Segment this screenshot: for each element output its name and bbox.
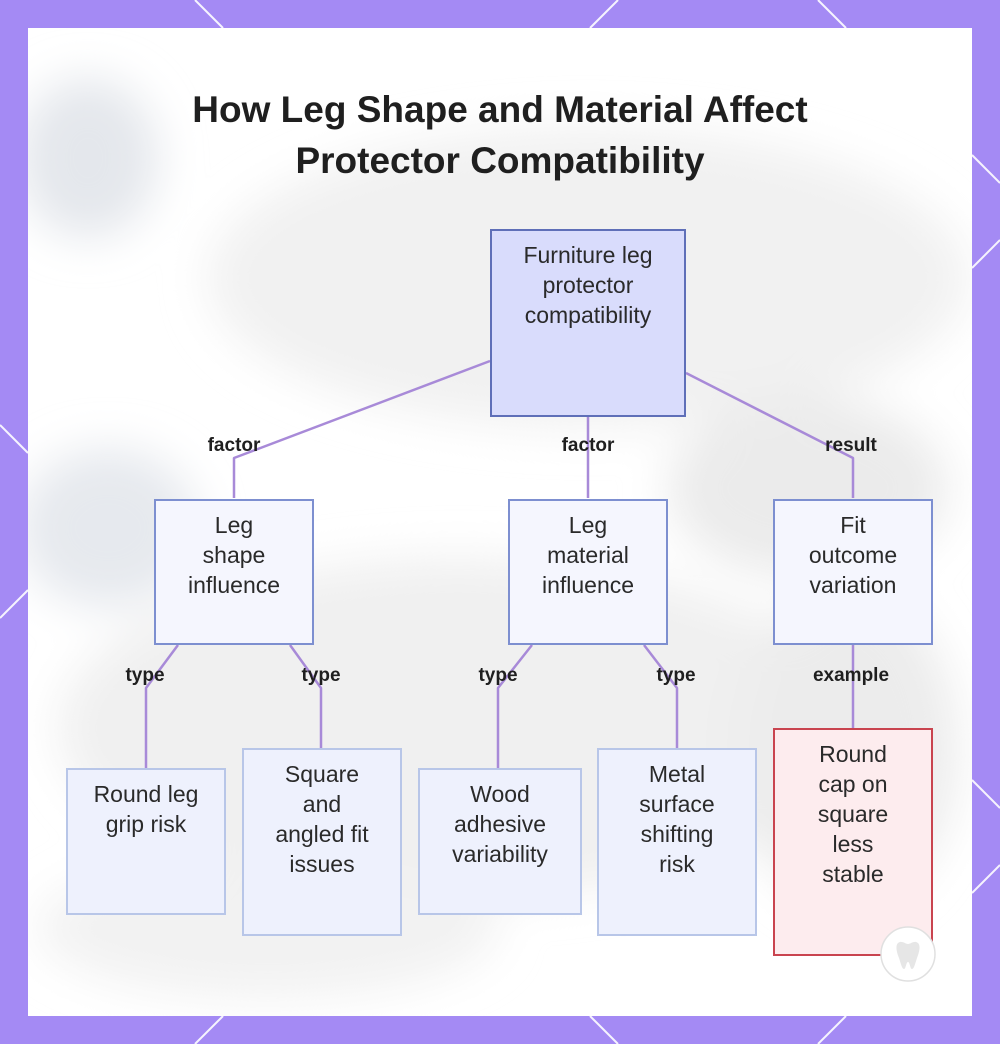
node-line: grip risk [105,811,187,837]
node-leg-material-influence: Leg material influence [508,499,668,645]
node-square-angled-fit-issues: Square and angled fit issues [242,748,402,936]
node-line: Leg [214,512,254,538]
edge-label-root-shape: factor [207,435,261,456]
node-line: Fit [840,512,866,538]
node-line: adhesive [453,811,547,837]
node-line: compatibility [524,302,652,328]
edge-shape-round [144,644,180,768]
node-line: Round leg [93,781,199,807]
node-line: Leg [568,512,608,538]
node-line: Square [284,761,360,787]
node-line: less [832,831,874,857]
node-line: shape [202,542,266,568]
node-metal-surface-shifting-risk: Metal surface shifting risk [597,748,757,936]
node-line: influence [541,572,635,598]
edge-label-shape-square: type [301,665,341,686]
edge-label-material-wood: type [478,665,518,686]
node-protector-compatibility: Furniture leg protector compatibility [490,229,686,417]
node-round-leg-grip-risk: Round leg grip risk [66,768,226,915]
node-line: Furniture leg [523,242,653,268]
node-line: stable [822,861,884,887]
edge-material-metal [643,644,679,748]
node-line: material [547,542,629,568]
edge-label-root-fit: result [825,435,877,456]
node-line: shifting [640,821,714,847]
diagram-card: How Leg Shape and Material Affect Protec… [28,28,972,1016]
node-line: Round [819,741,887,767]
edge-label-shape-round: type [125,665,165,686]
node-line: Metal [648,761,706,787]
node-line: cap on [818,771,888,797]
node-line: variability [452,841,548,867]
edge-label-root-material: factor [561,435,615,456]
edge-root-fit [685,371,855,498]
node-line: issues [289,851,355,877]
node-wood-adhesive-variability: Wood adhesive variability [418,768,582,915]
node-line: protector [542,272,634,298]
edge-shape-square [288,644,323,748]
diagram-title: How Leg Shape and Material Affect Protec… [28,84,972,186]
node-line: variation [809,572,897,598]
edge-root-shape [232,359,491,498]
node-line: square [817,801,889,827]
title-line-2: Protector Compatibility [295,140,705,181]
node-fit-outcome-variation: Fit outcome variation [773,499,933,645]
node-line: angled fit [275,821,369,847]
node-line: influence [187,572,281,598]
node-line: surface [639,791,715,817]
node-line: Wood [470,781,530,807]
tooth-icon [880,926,936,982]
edge-material-wood [496,644,533,768]
node-line: risk [659,851,695,877]
edge-label-material-metal: type [656,665,696,686]
node-round-cap-on-square-less-stable: Round cap on square less stable [773,728,933,956]
connector-lines [144,359,855,768]
node-line: and [302,791,342,817]
title-line-1: How Leg Shape and Material Affect [192,89,808,130]
node-line: outcome [808,542,898,568]
node-leg-shape-influence: Leg shape influence [154,499,314,645]
edge-label-fit-cap: example [812,665,890,686]
